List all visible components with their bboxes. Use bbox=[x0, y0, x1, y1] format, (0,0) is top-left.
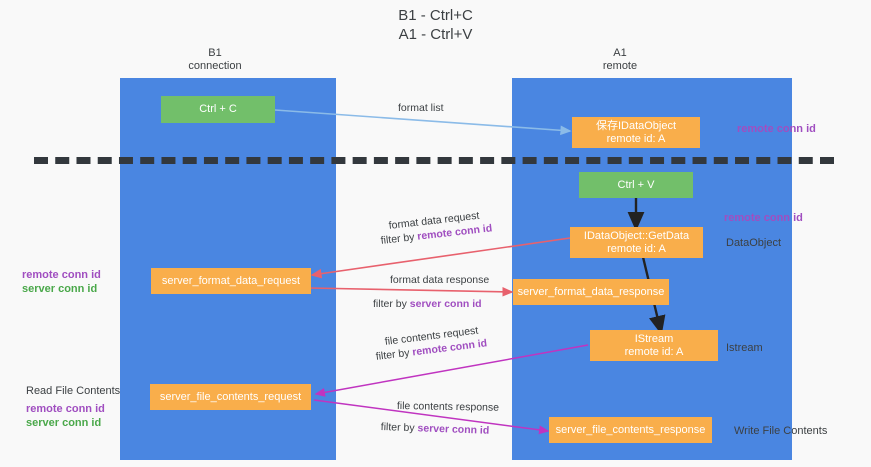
node-server-format-data-response[interactable]: server_format_data_response bbox=[513, 279, 669, 305]
annotation-istream: Istream bbox=[726, 342, 763, 354]
filter-key-server-conn-id: server conn id bbox=[409, 298, 482, 310]
node-idataobject[interactable]: 保存IDataObject remote id: A bbox=[572, 117, 700, 148]
node-ctrl-c[interactable]: Ctrl + C bbox=[161, 96, 275, 123]
filter-prefix: filter by bbox=[375, 346, 414, 363]
annotation-remote-conn-id-mid: remote conn id bbox=[724, 212, 803, 224]
lane-header-a1: A1 remote bbox=[602, 47, 638, 72]
node-ctrl-v[interactable]: Ctrl + V bbox=[579, 172, 693, 198]
annotation-write-file-contents: Write File Contents bbox=[734, 425, 828, 437]
node-server-file-contents-request[interactable]: server_file_contents_request bbox=[150, 384, 311, 410]
filter-prefix: filter by bbox=[373, 298, 410, 310]
page-title: B1 - Ctrl+C A1 - Ctrl+V bbox=[398, 7, 473, 43]
annotation-read-file-contents: Read File Contents bbox=[26, 385, 121, 397]
edge-label-format-data-response: format data response bbox=[390, 274, 490, 286]
annotation-server-conn-id-left-bot: server conn id bbox=[26, 417, 102, 429]
annotation-group-file-keys: remote conn id server conn id bbox=[26, 402, 105, 430]
filter-prefix: filter by bbox=[380, 230, 419, 247]
lane-header-b1: B1 connection bbox=[188, 47, 242, 72]
edge-label-format-data-response-filter: filter by server conn id bbox=[373, 297, 482, 311]
annotation-server-conn-id-left-mid: server conn id bbox=[22, 283, 98, 295]
edge-label-format-list: format list bbox=[398, 102, 444, 114]
filter-key-server-conn-id: server conn id bbox=[417, 422, 490, 437]
filter-prefix: filter by bbox=[380, 420, 418, 435]
annotation-remote-conn-id-top: remote conn id bbox=[737, 123, 816, 135]
edge-label-file-contents-response-filter: filter by server conn id bbox=[381, 420, 490, 438]
node-idataobject-getdata[interactable]: IDataObject::GetData remote id: A bbox=[570, 227, 703, 258]
phase-divider bbox=[34, 157, 834, 164]
annotation-remote-conn-id-left-mid: remote conn id bbox=[22, 269, 101, 281]
node-istream[interactable]: IStream remote id: A bbox=[590, 330, 718, 361]
edge-label-file-contents-response: file contents response bbox=[396, 399, 500, 414]
annotation-group-format-keys: remote conn id server conn id bbox=[22, 268, 101, 296]
annotation-remote-conn-id-left-bot: remote conn id bbox=[26, 403, 105, 415]
annotation-dataobject: DataObject bbox=[726, 237, 782, 249]
node-server-format-data-request[interactable]: server_format_data_request bbox=[151, 268, 311, 294]
node-server-file-contents-response[interactable]: server_file_contents_response bbox=[549, 417, 712, 443]
